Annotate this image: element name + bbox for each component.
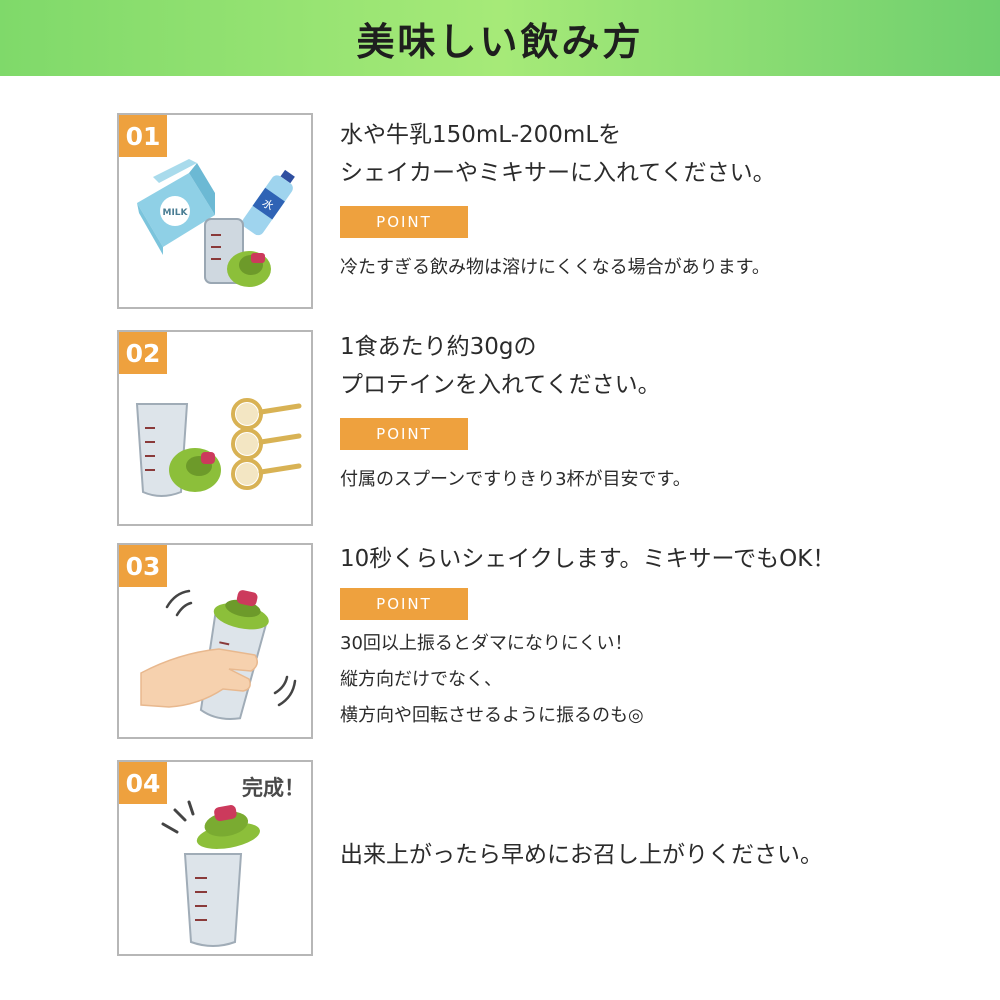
step-1-line-2: シェイカーやミキサーに入れてください。 xyxy=(340,160,776,186)
protein-scoop-icon xyxy=(135,398,302,497)
header-banner: 美味しい飲み方 xyxy=(0,0,1000,76)
step-2-illustration: 02 xyxy=(117,330,313,526)
finished-shaker-icon xyxy=(161,800,260,947)
step-3-line-1: 10秒くらいシェイクします。ミキサーでもOK！ xyxy=(340,546,836,572)
milk-label: MILK xyxy=(162,208,188,218)
milk-water-shaker-icon: MILK 水 xyxy=(137,159,295,287)
step-1-text: 水や牛乳150mL-200mLを シェイカーやミキサーに入れてください。 POI… xyxy=(340,116,776,286)
step-2-line-1: 1食あたり約30gの xyxy=(340,334,537,360)
step-2-line-2: プロテインを入れてください。 xyxy=(340,372,661,398)
point-badge: POINT xyxy=(340,418,468,450)
step-2-note: 付属のスプーンですりきり3杯が目安です。 xyxy=(340,469,691,490)
point-badge: POINT xyxy=(340,588,468,620)
step-4-line-1: 出来上がったら早めにお召し上がりください。 xyxy=(340,842,823,868)
step-number: 04 xyxy=(119,762,167,804)
step-4-text: 出来上がったら早めにお召し上がりください。 xyxy=(340,836,823,874)
step-1-line-1: 水や牛乳150mL-200mLを xyxy=(340,122,622,148)
step-4-illustration: 04 完成！ xyxy=(117,760,313,956)
step-number: 02 xyxy=(119,332,167,374)
step-1-illustration: MILK 水 01 xyxy=(117,113,313,309)
point-badge: POINT xyxy=(340,206,468,238)
step-3-text: 10秒くらいシェイクします。ミキサーでもOK！ POINT 30回以上振るとダマ… xyxy=(340,540,835,734)
step-number: 01 xyxy=(119,115,167,157)
complete-label: 完成！ xyxy=(242,776,305,800)
step-2-text: 1食あたり約30gの プロテインを入れてください。 POINT 付属のスプーンで… xyxy=(340,328,691,498)
shake-hand-icon xyxy=(140,589,297,720)
step-3-note-1: 30回以上振るとダマになりにくい！ xyxy=(340,633,633,654)
step-3-note-3: 横方向や回転させるように振るのも◎ xyxy=(340,705,644,726)
step-number: 03 xyxy=(119,545,167,587)
step-3-illustration: 03 xyxy=(117,543,313,739)
step-1-note: 冷たすぎる飲み物は溶けにくくなる場合があります。 xyxy=(340,257,770,278)
page-title: 美味しい飲み方 xyxy=(356,19,644,64)
step-3-note-2: 縦方向だけでなく、 xyxy=(340,669,502,690)
